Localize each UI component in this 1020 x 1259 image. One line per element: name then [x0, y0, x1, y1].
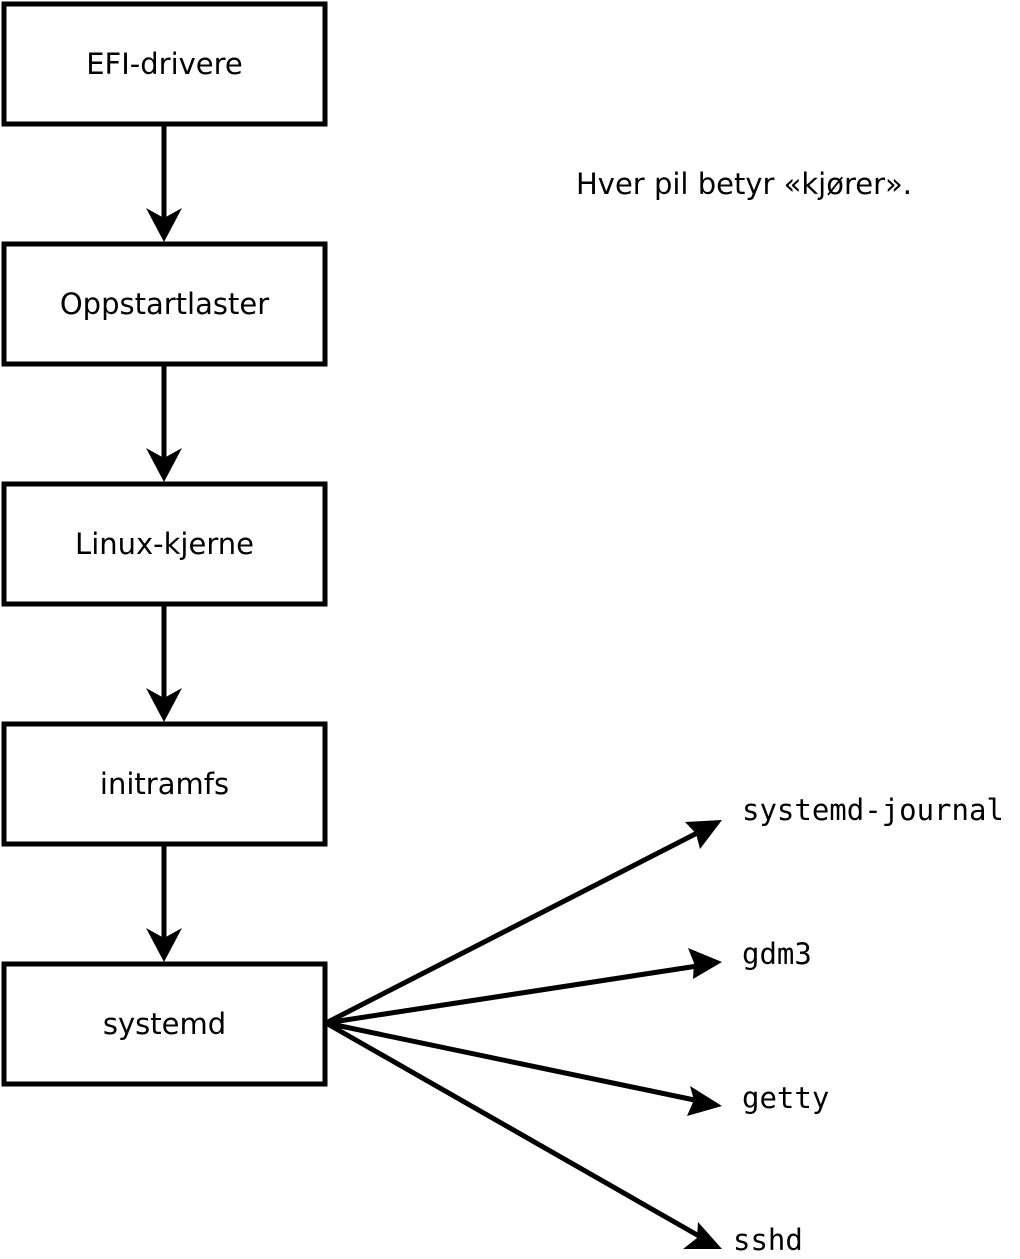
box-systemd-label: systemd	[103, 1007, 226, 1041]
fanout-arrow-gdm3	[325, 948, 722, 1026]
child-label-systemd-journal: systemd-journal	[742, 793, 1004, 827]
chain-arrow-4	[146, 844, 182, 962]
box-initramfs: initramfs	[1, 721, 328, 847]
box-linux-kernel: Linux-kjerne	[1, 481, 328, 607]
fanout-arrow-sshd	[324, 1020, 722, 1249]
chain-arrow-2	[146, 364, 182, 482]
fanout-arrow-systemd-journal	[324, 820, 722, 1026]
box-linux-kernel-label: Linux-kjerne	[75, 527, 254, 561]
child-label-sshd: sshd	[733, 1223, 803, 1257]
box-bootloader: Oppstartlaster	[1, 241, 328, 367]
box-initramfs-label: initramfs	[100, 767, 229, 801]
fanout-arrow-getty	[325, 1020, 722, 1116]
box-bootloader-label: Oppstartlaster	[60, 287, 269, 321]
box-efi-drivers: EFI-drivere	[1, 1, 328, 127]
box-systemd: systemd	[1, 961, 328, 1087]
box-efi-drivers-label: EFI-drivere	[86, 47, 243, 81]
child-label-gdm3: gdm3	[742, 937, 812, 971]
arrow-meaning-note: Hver pil betyr «kjører».	[576, 167, 912, 201]
chain-arrow-1	[146, 124, 182, 242]
child-label-getty: getty	[742, 1081, 829, 1115]
chain-arrow-3	[146, 604, 182, 722]
